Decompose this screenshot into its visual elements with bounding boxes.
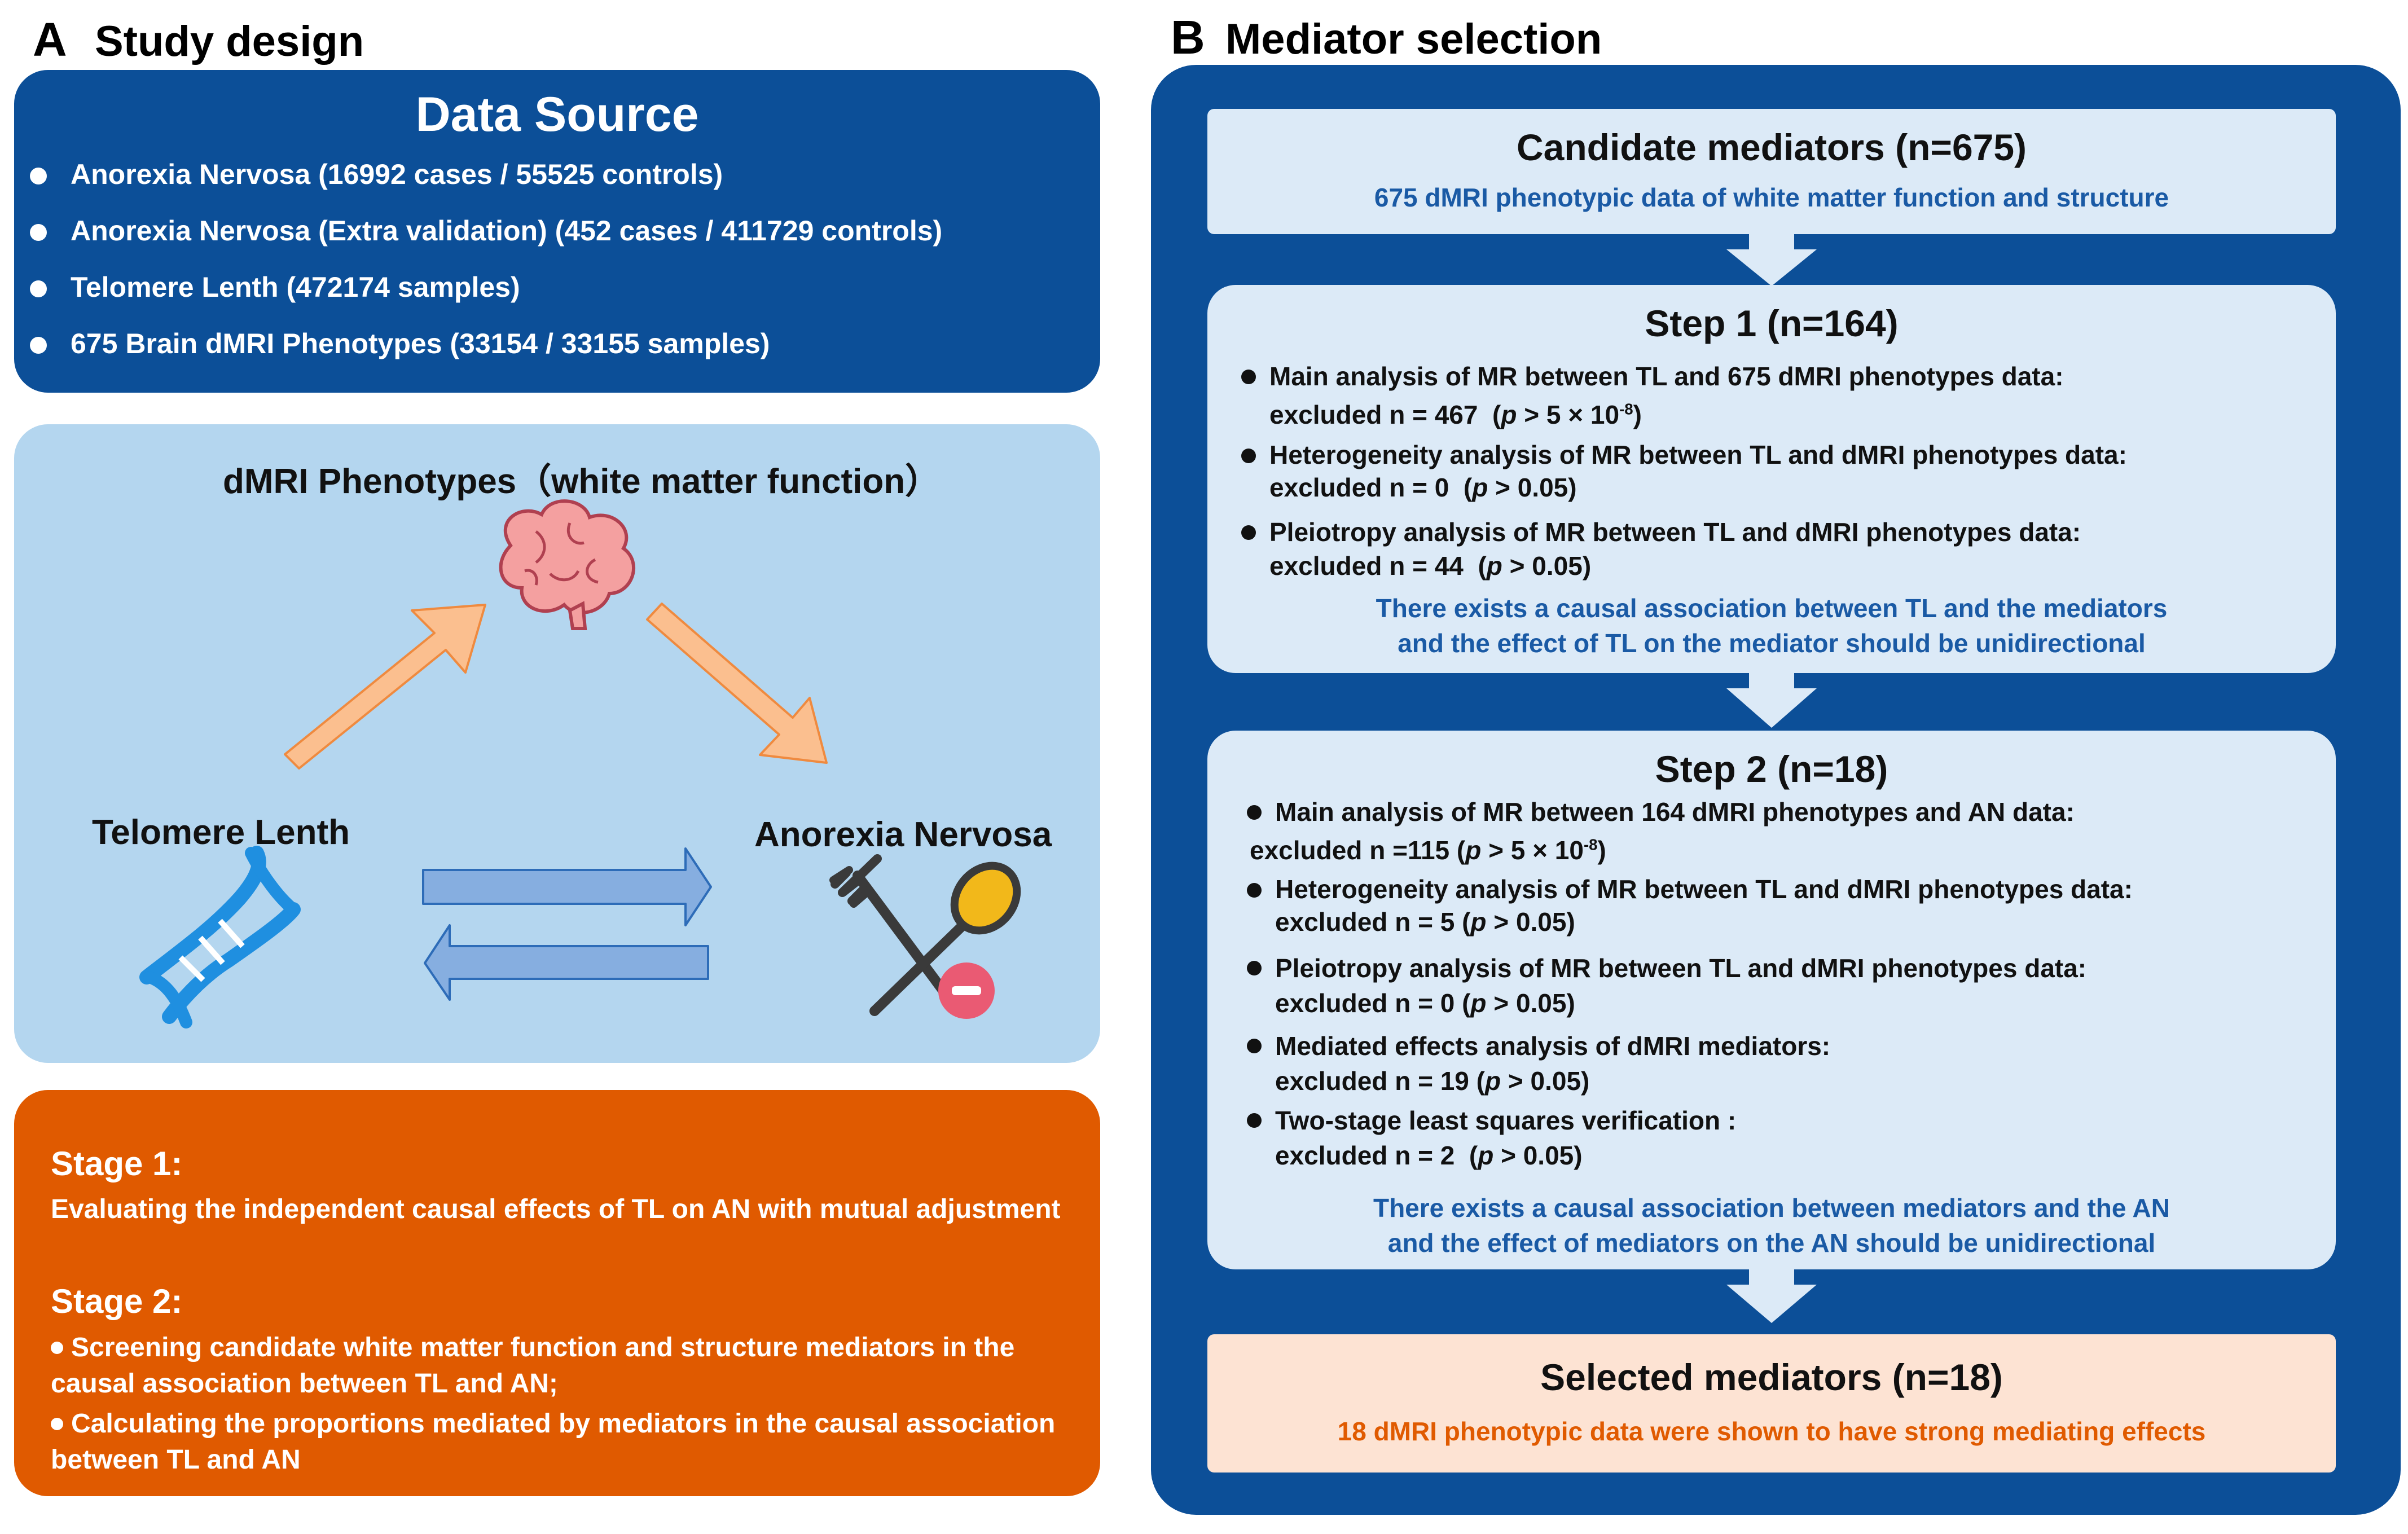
stage2-item: Calculating the proportions mediated by …: [51, 1409, 1056, 1475]
candidate-title: Candidate mediators (n=675): [1516, 126, 2027, 168]
stage2-item: Screening candidate white matter functio…: [51, 1333, 1015, 1399]
anorexia-label: Anorexia Nervosa: [754, 815, 1052, 854]
candidate-mediators-box: Candidate mediators (n=675) 675 dMRI phe…: [1207, 109, 2336, 234]
flow-arrow-3: [1726, 1267, 1817, 1323]
flow-arrow-2: [1726, 671, 1817, 728]
data-source-item: Telomere Lenth (472174 samples): [30, 273, 942, 301]
fork-spoon-icon: [829, 854, 1021, 1016]
data-source-item: Anorexia Nervosa (Extra validation) (452…: [30, 217, 942, 245]
panel-b-letter: B: [1171, 11, 1205, 64]
flow-arrow-1: [1726, 232, 1817, 286]
step1-item: Main analysis of MR between TL and 675 d…: [1241, 357, 2064, 434]
panel-a-letter: A: [33, 13, 67, 66]
selected-subtitle: 18 dMRI phenotypic data were shown to ha…: [1337, 1417, 2206, 1446]
stage1-text: Evaluating the independent causal effect…: [51, 1194, 1061, 1224]
step2-title: Step 2 (n=18): [1655, 748, 1888, 790]
mediation-diagram-box: dMRI Phenotypes（white matter function）: [14, 424, 1100, 1063]
flow-arrows: [1726, 232, 1817, 1323]
arrow-tl-to-an: [422, 847, 712, 926]
brain-icon: [499, 499, 635, 630]
arrow-mediator-to-an: [646, 603, 828, 764]
step2-item: Two-stage least squares verification : e…: [1247, 1103, 1736, 1173]
arrow-an-to-tl: [424, 924, 709, 1001]
stage2-title: Stage 2:: [51, 1282, 183, 1320]
candidate-subtitle: 675 dMRI phenotypic data of white matter…: [1374, 183, 2169, 212]
step2-box: Step 2 (n=18) Main analysis of MR betwee…: [1207, 731, 2336, 1269]
data-source-list: Anorexia Nervosa (16992 cases / 55525 co…: [30, 160, 942, 358]
panel-a-title: Study design: [95, 17, 364, 65]
telomere-label: Telomere Lenth: [92, 813, 350, 852]
stages-box: Stage 1: Evaluating the independent caus…: [14, 1090, 1100, 1496]
step1-item: Pleiotropy analysis of MR between TL and…: [1241, 515, 2081, 583]
minus-badge-icon: [938, 962, 995, 1019]
diagram-graphics: [139, 499, 1021, 1028]
step2-item: Mediated effects analysis of dMRI mediat…: [1247, 1028, 1830, 1098]
data-source-item: 675 Brain dMRI Phenotypes (33154 / 33155…: [30, 329, 942, 358]
step1-item: Heterogeneity analysis of MR between TL …: [1241, 438, 2127, 504]
diagram-heading: dMRI Phenotypes（white matter function）: [223, 462, 941, 501]
selected-title: Selected mediators (n=18): [1540, 1356, 2003, 1398]
stage1-title: Stage 1:: [51, 1145, 183, 1183]
data-source-box: Data Source Anorexia Nervosa (16992 case…: [14, 70, 1100, 393]
selected-mediators-box: Selected mediators (n=18) 18 dMRI phenot…: [1207, 1334, 2336, 1473]
step2-note: There exists a causal association betwee…: [1373, 1193, 2170, 1258]
arrow-tl-to-mediator: [284, 604, 486, 770]
step2-item: Pleiotropy analysis of MR between TL and…: [1247, 951, 2086, 1021]
step2-item: Main analysis of MR between 164 dMRI phe…: [1247, 793, 2075, 869]
panel-b-title: Mediator selection: [1225, 15, 1602, 63]
data-source-heading: Data Source: [415, 87, 699, 142]
data-source-item: Anorexia Nervosa (16992 cases / 55525 co…: [30, 160, 942, 188]
step1-box: Step 1 (n=164) Main analysis of MR betwe…: [1207, 285, 2336, 673]
step2-item: Heterogeneity analysis of MR between TL …: [1247, 873, 2133, 938]
step1-note: There exists a causal association betwee…: [1376, 594, 2168, 658]
step1-title: Step 1 (n=164): [1645, 302, 1899, 344]
dna-icon: [139, 846, 301, 1028]
mediator-selection-panel: Candidate mediators (n=675) 675 dMRI phe…: [1151, 65, 2401, 1515]
